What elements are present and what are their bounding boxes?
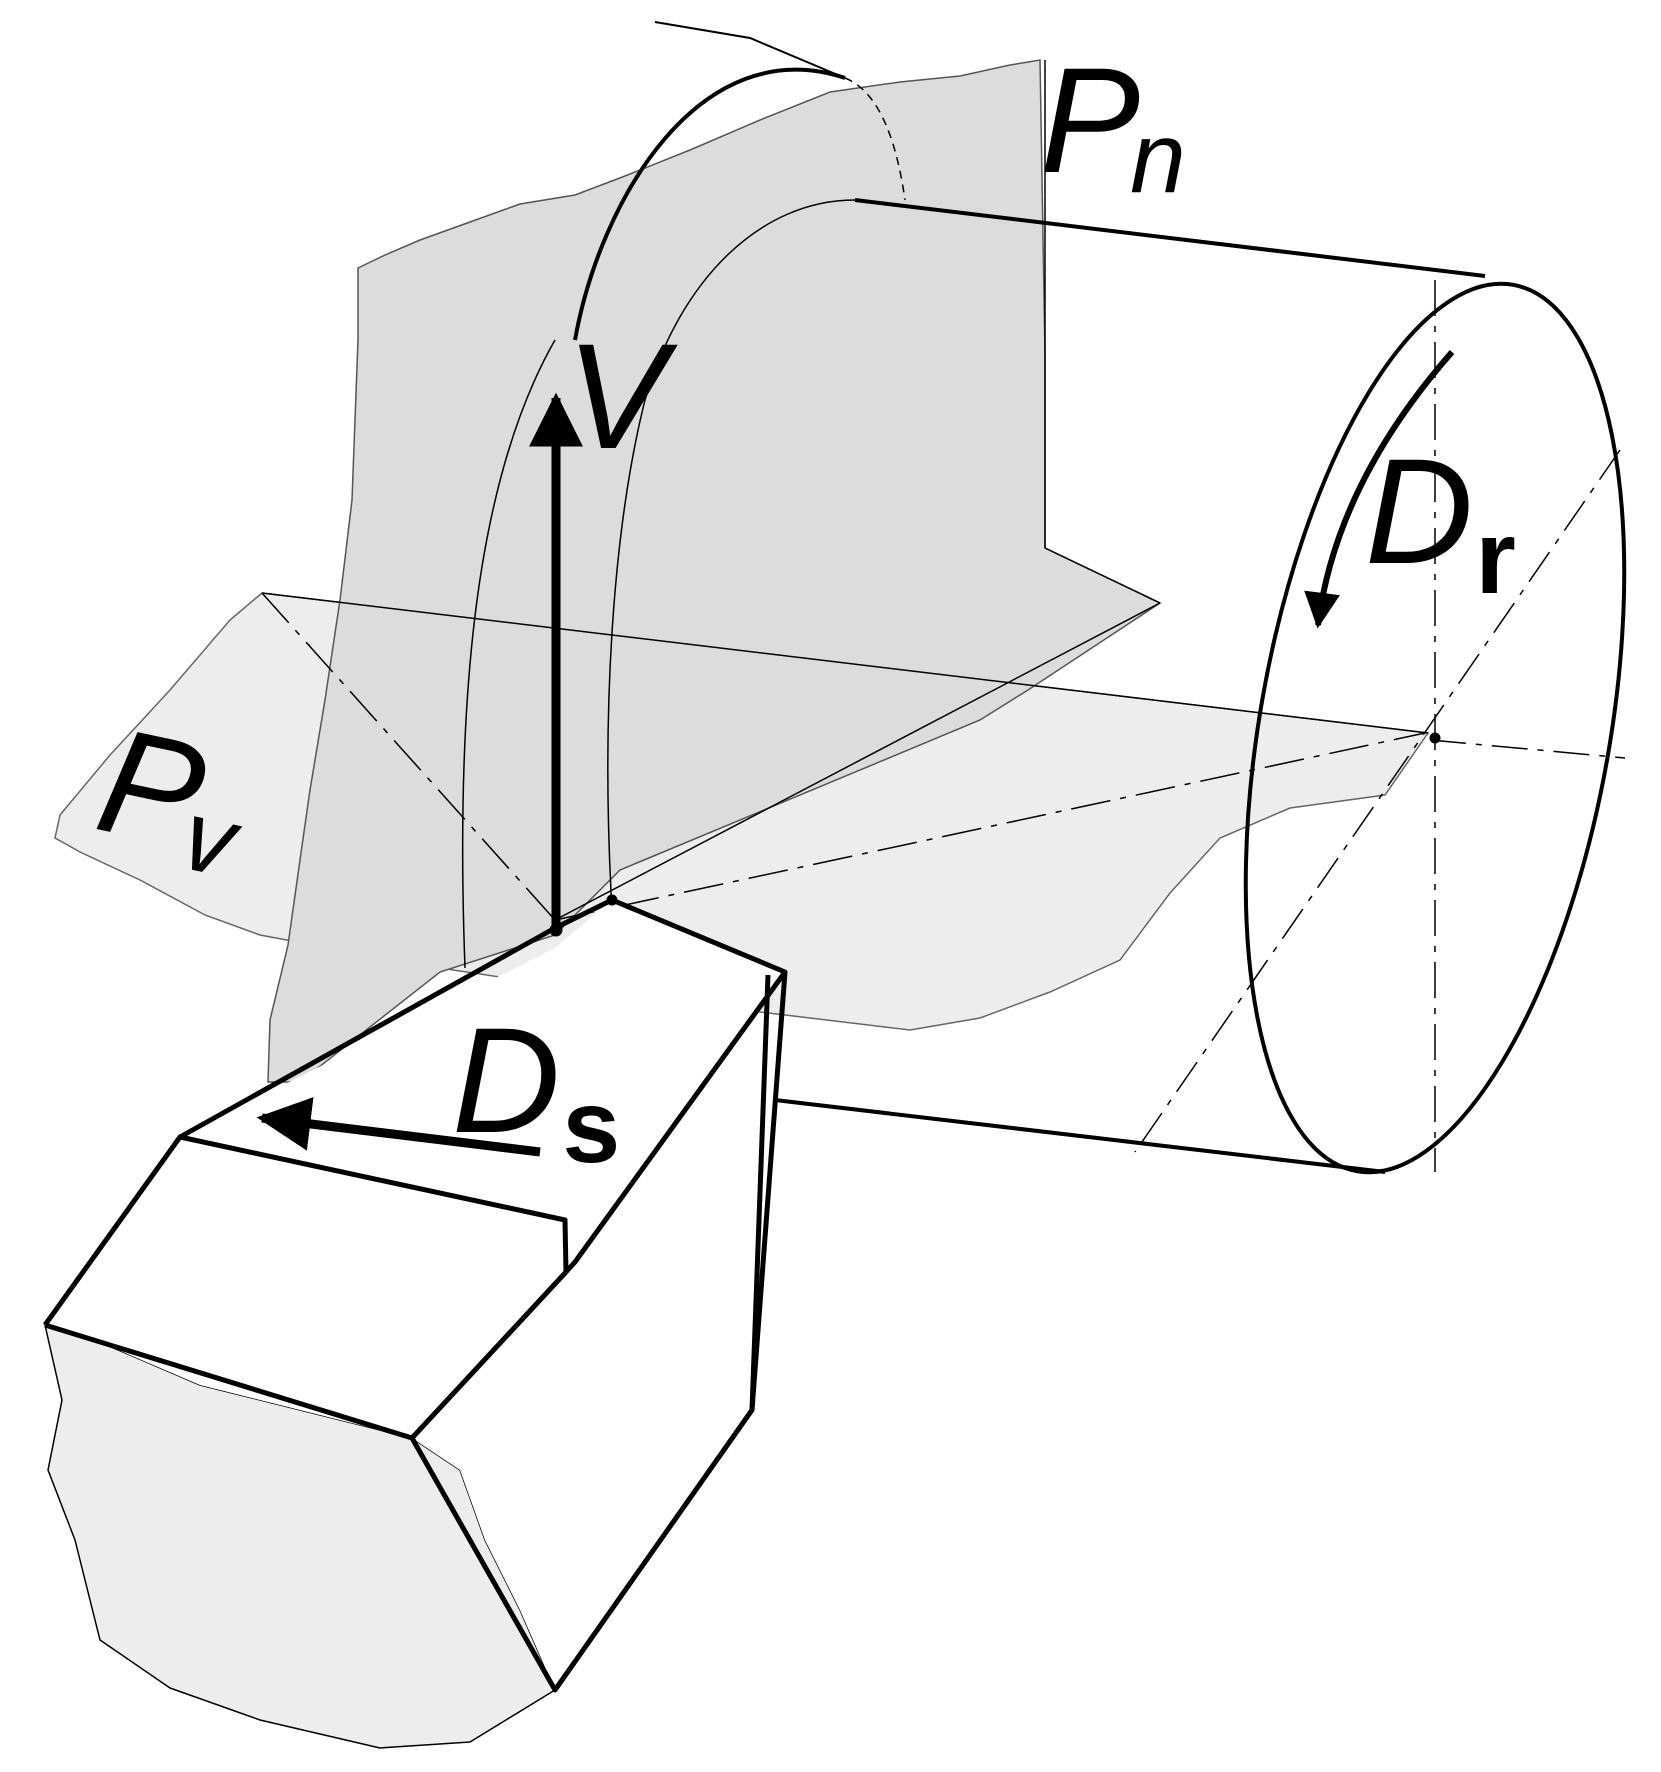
plane-pn — [267, 59, 1162, 1083]
pn-label: Pn — [1040, 36, 1186, 214]
workpiece-cylinder — [461, 21, 1627, 1175]
ds-feed-arrow — [256, 1097, 541, 1157]
construction-lines — [261, 60, 1429, 921]
dr-rotation-arrow — [1304, 350, 1455, 629]
dr-label: Dr — [1365, 427, 1516, 616]
v-label: V — [566, 312, 678, 480]
ds-label: Ds — [452, 996, 620, 1185]
cutting-tool — [42, 894, 788, 1749]
